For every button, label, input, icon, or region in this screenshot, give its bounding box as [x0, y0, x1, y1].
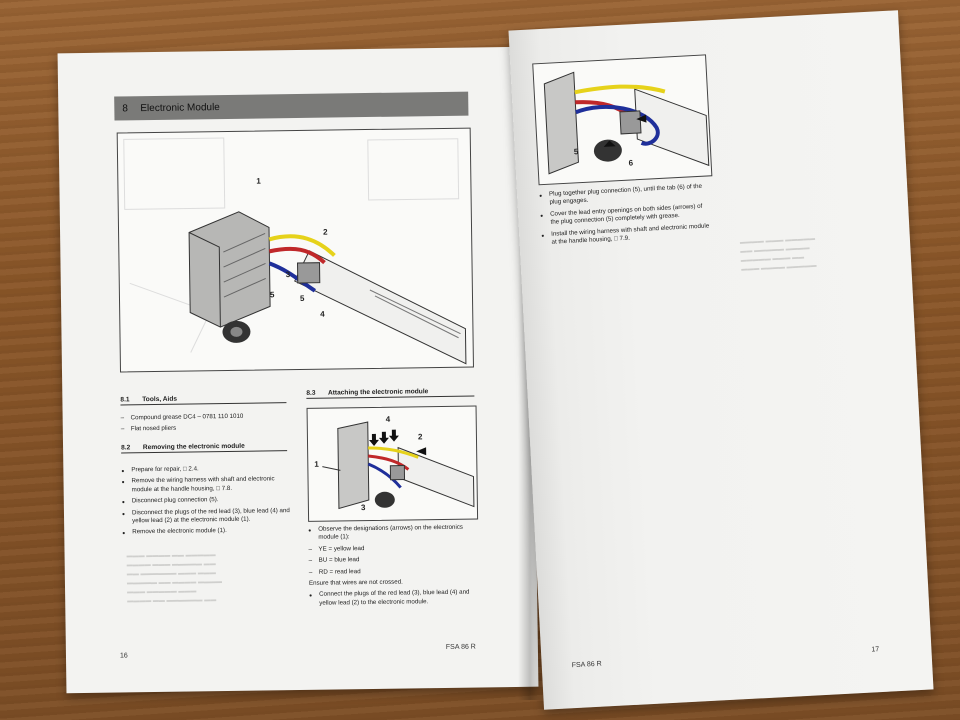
footer-model-right: FSA 86 R	[571, 660, 602, 670]
tool-item: Compound grease DC4 – 0781 110 1010	[121, 412, 289, 423]
callout-3: 3	[360, 503, 366, 513]
removal-step: Prepare for repair, □ 2.4.	[121, 464, 289, 475]
callout-2: 2	[323, 227, 328, 237]
show-through-text: ▬▬▬▬ ▬▬▬ ▬▬▬▬▬▬▬ ▬▬▬▬▬ ▬▬▬▬▬▬▬▬▬ ▬▬▬ ▬▬▬…	[739, 235, 817, 273]
subsection-8-2-heading: 8.2 Removing the electronic module	[121, 442, 288, 454]
callout-2: 2	[417, 432, 423, 442]
removal-step: Disconnect plug connection (5).	[122, 495, 290, 506]
electronic-module-figure: 1 2 3 4 5 5	[116, 127, 474, 373]
subsection-8-1-number: 8.1	[120, 396, 130, 404]
callout-1: 1	[256, 176, 261, 186]
show-through-text: ▬▬▬ ▬▬▬▬ ▬▬ ▬▬▬▬▬▬▬▬▬ ▬▬▬ ▬▬▬▬▬ ▬▬▬▬ ▬▬▬…	[126, 552, 223, 605]
footer-model-left: FSA 86 R	[445, 643, 476, 651]
callout-4: 4	[385, 414, 391, 424]
subsection-8-2-title: Removing the electronic module	[142, 442, 245, 452]
right-page: 5 6 Plug together plug connection (5), u…	[508, 10, 934, 710]
removal-step: Disconnect the plugs of the red lead (3)…	[122, 507, 290, 526]
plug-connection-illustration	[543, 71, 710, 175]
subsection-8-1-title: Tools, Aids	[142, 395, 178, 404]
subsection-8-3-number: 8.3	[306, 389, 316, 397]
lead-designation: RD = read lead	[309, 566, 479, 577]
attaching-steps: Observe the designations (arrows) on the…	[308, 523, 479, 611]
subsection-8-2-number: 8.2	[121, 444, 131, 452]
attaching-step: Observe the designations (arrows) on the…	[308, 523, 478, 542]
attaching-module-illustration	[322, 421, 475, 510]
electronic-module-illustration	[123, 137, 467, 365]
callout-5a: 5	[269, 290, 275, 300]
section-title: Electronic Module	[140, 101, 220, 114]
callout-6: 6	[628, 158, 634, 168]
lead-designation: YE = yellow lead	[308, 543, 478, 554]
page-number-left: 16	[119, 652, 128, 660]
wire-note: Ensure that wires are not crossed.	[308, 578, 403, 587]
section-number: 8	[122, 102, 128, 114]
tool-item: Flat nosed pliers	[121, 424, 289, 435]
removal-steps-list: Prepare for repair, □ 2.4. Remove the wi…	[121, 464, 290, 540]
left-page: 8 Electronic Module	[57, 46, 539, 694]
callout-5b: 5	[299, 293, 305, 303]
lead-designation: BU = blue lead	[309, 555, 479, 566]
plug-connection-figure: 5 6	[532, 54, 713, 186]
page-number-right: 17	[871, 646, 880, 654]
attaching-module-figure: 1 2 3 4	[306, 405, 479, 522]
right-steps-list: Plug together plug connection (5), until…	[539, 182, 714, 250]
callout-1: 1	[314, 459, 319, 469]
callout-3: 3	[285, 270, 291, 280]
subsection-8-3-title: Attaching the electronic module	[327, 388, 429, 397]
callout-4: 4	[320, 309, 325, 319]
callout-5: 5	[573, 147, 579, 157]
removal-step: Remove the electronic module (1).	[122, 527, 290, 538]
section-header-bar: 8 Electronic Module	[114, 91, 469, 121]
subsection-8-3-heading: 8.3 Attaching the electronic module	[306, 387, 475, 399]
attaching-step: Connect the plugs of the red lead (3), b…	[309, 589, 479, 608]
tools-list: Compound grease DC4 – 0781 110 1010 Flat…	[121, 412, 289, 437]
subsection-8-1-heading: 8.1 Tools, Aids	[120, 394, 287, 406]
removal-step: Remove the wiring harness with shaft and…	[121, 476, 289, 495]
